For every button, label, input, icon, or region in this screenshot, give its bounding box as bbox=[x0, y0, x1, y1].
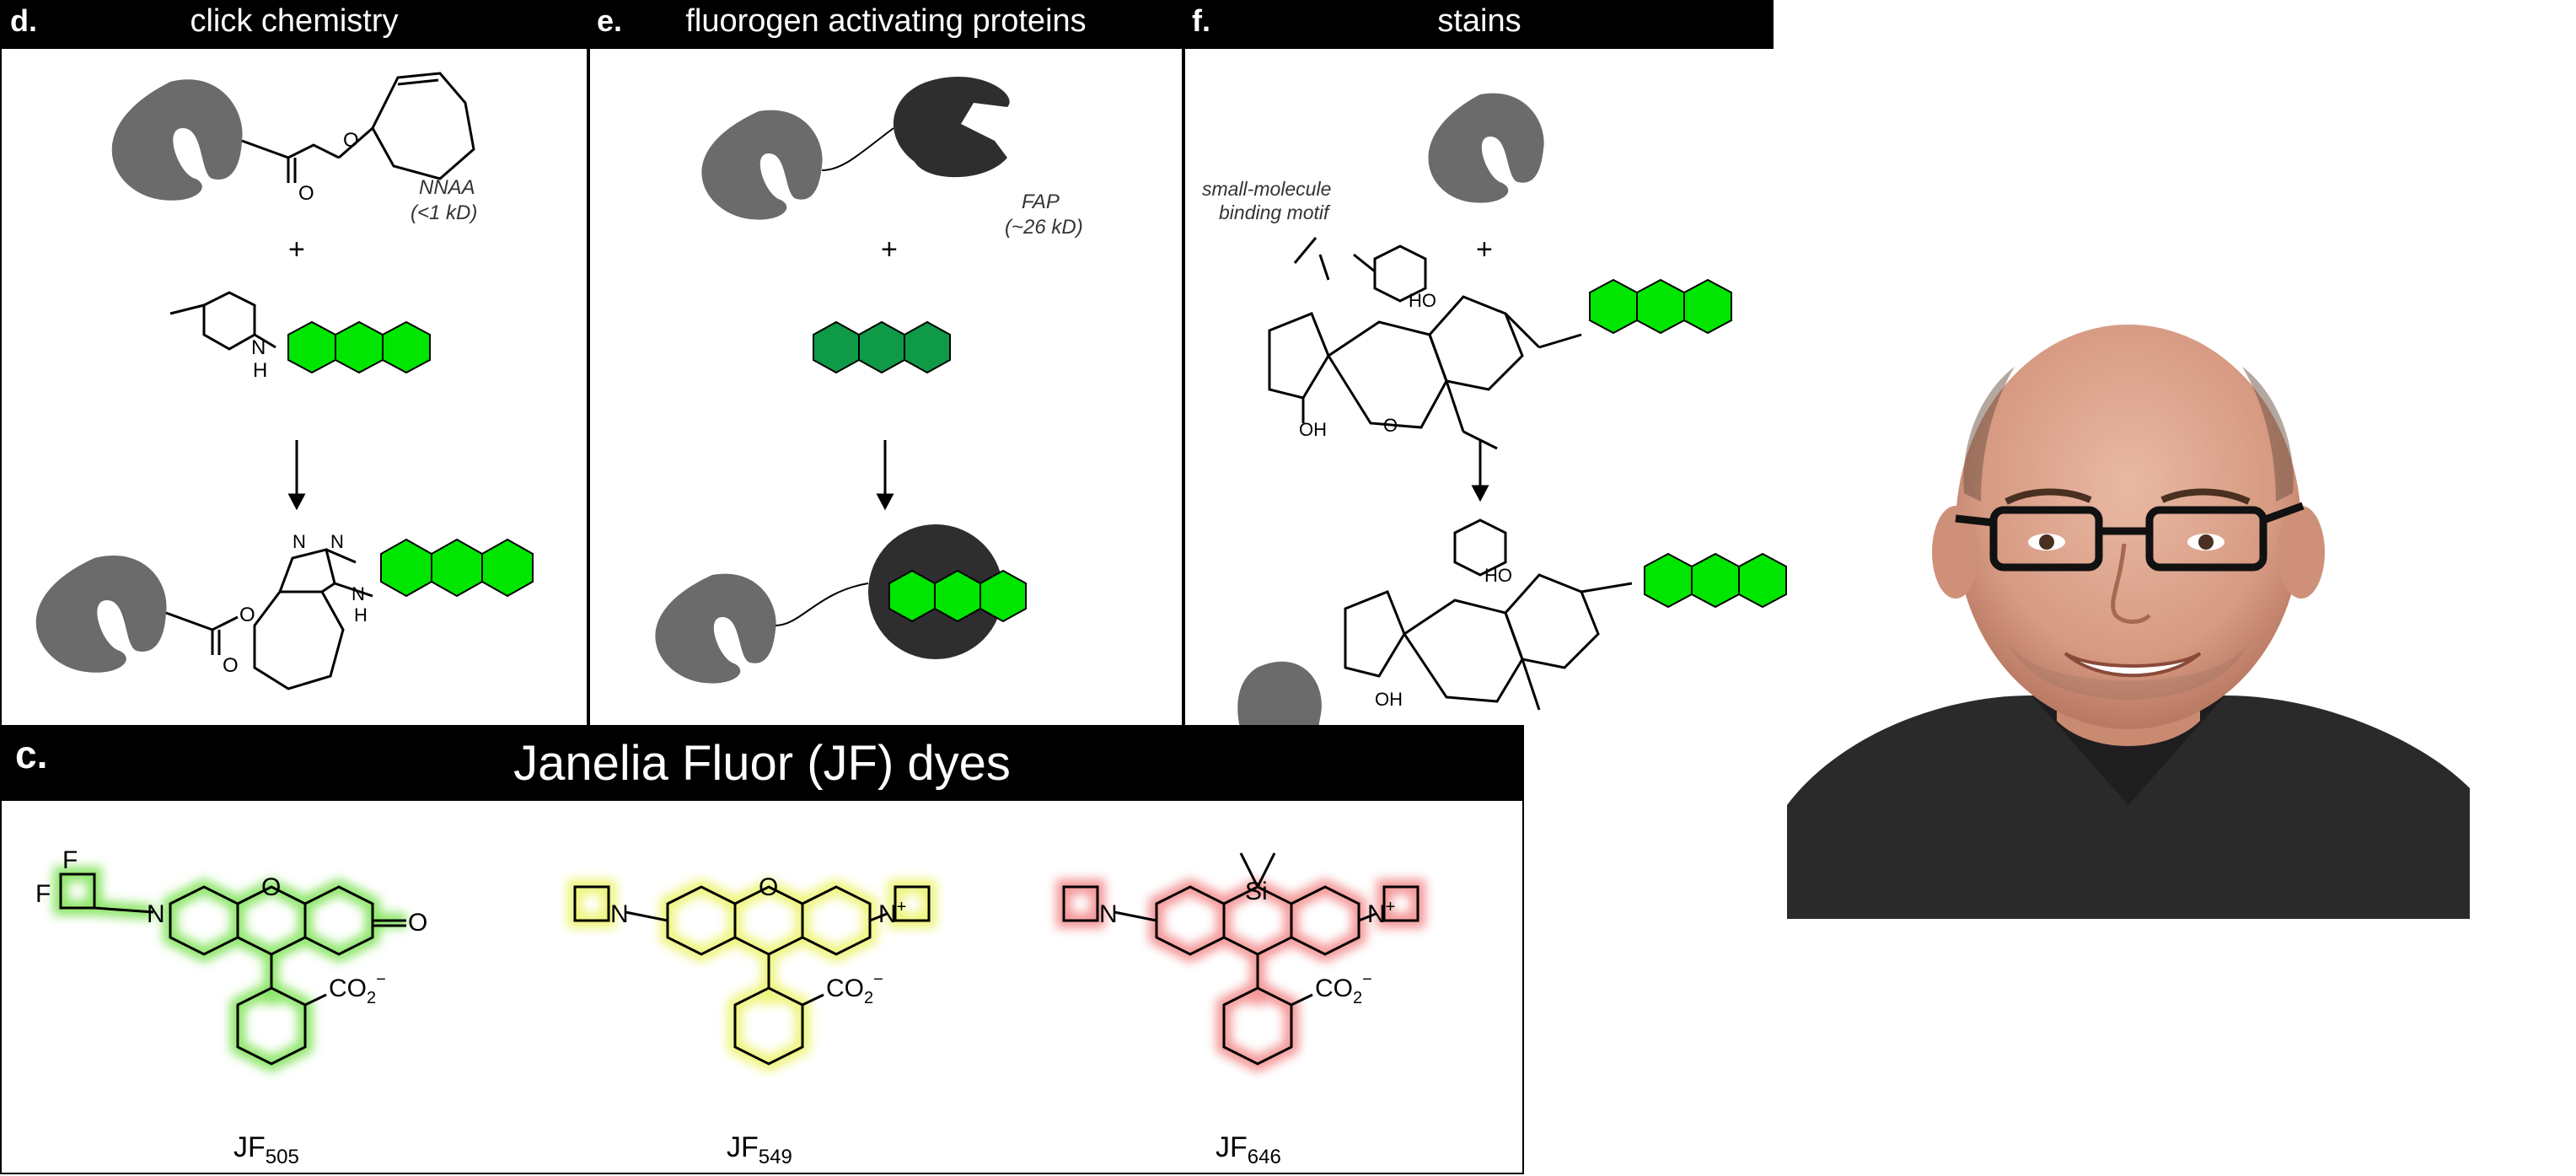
portrait-illustration bbox=[1787, 325, 2470, 919]
fluorophore-stain bbox=[1589, 278, 1732, 335]
fluorogen-dark bbox=[813, 320, 951, 374]
panel-e-letter: e. bbox=[597, 3, 623, 38]
reaction-arrow-f bbox=[1471, 440, 1489, 502]
product-carbonyl-o-label: O bbox=[223, 654, 239, 677]
panel-f-header: f. stains bbox=[1185, 2, 1774, 49]
fap-shape bbox=[893, 76, 1010, 178]
jf505-structure: F F N O O CO2− JF505 bbox=[35, 846, 427, 1168]
reaction-arrow-d bbox=[287, 440, 306, 511]
protein-shape-f bbox=[1428, 93, 1544, 203]
panel-c-title: Janelia Fluor (JF) dyes bbox=[513, 736, 1011, 791]
jf505-o-label: O bbox=[261, 873, 281, 901]
jf505-f2-label: F bbox=[35, 880, 51, 908]
jf646-n-label: N bbox=[1099, 900, 1118, 928]
click-chemistry-diagram: O O NNAA (<1 kD) + N H bbox=[35, 72, 534, 690]
fluorophore-product bbox=[380, 538, 534, 598]
tetrazine-h-label: H bbox=[253, 359, 267, 382]
reaction-arrow-e bbox=[876, 440, 894, 511]
stain-ho-label: HO bbox=[1409, 290, 1436, 311]
product-h-label: H bbox=[354, 604, 368, 626]
fluorophore-stain-product bbox=[1644, 552, 1787, 609]
taxol-product-scaffold bbox=[1344, 518, 1633, 711]
motif-label-1: small-molecule bbox=[1202, 178, 1331, 200]
motif-label-2: binding motif bbox=[1219, 201, 1331, 223]
portrait-shirt bbox=[1787, 695, 2470, 919]
portrait-head bbox=[1956, 325, 2301, 729]
fluorophore-bound bbox=[888, 569, 1027, 623]
panel-d-letter: d. bbox=[10, 3, 37, 38]
jf646-structure: N Si N+ CO2− JF646 bbox=[1056, 852, 1425, 1168]
panel-c-header: c. Janelia Fluor (JF) dyes bbox=[2, 727, 1522, 801]
jf505-ketone-o-label: O bbox=[408, 909, 427, 937]
jf646-nplus-label: N+ bbox=[1367, 898, 1395, 928]
panel-f-letter: f. bbox=[1192, 3, 1210, 38]
jf549-o-label: O bbox=[759, 873, 778, 901]
panel-stains: f. stains small-molecule binding motif +… bbox=[1183, 0, 1787, 744]
product-o-label: O bbox=[239, 604, 255, 626]
jf505-name-label: JF505 bbox=[233, 1131, 299, 1168]
tether-product-e bbox=[775, 583, 869, 626]
product-n1-label: N bbox=[292, 531, 306, 552]
panel-click-chemistry: d. click chemistry O O NNAA (<1 kD) + N … bbox=[0, 0, 588, 742]
jf505-n-label: N bbox=[147, 900, 165, 928]
jf505-co2-label: CO2− bbox=[329, 970, 386, 1007]
fap-size-label: (~26 kD) bbox=[1005, 216, 1083, 239]
panel-janelia-fluor-dyes: c. Janelia Fluor (JF) dyes bbox=[0, 725, 1524, 1174]
tetrazine-nh-label: N bbox=[251, 336, 266, 359]
protein-shape bbox=[111, 79, 243, 201]
ester-o-label: O bbox=[343, 129, 359, 152]
product-n2-label: N bbox=[330, 531, 344, 552]
jf646-name-label: JF646 bbox=[1216, 1131, 1281, 1168]
plus-sign-d1: + bbox=[288, 234, 305, 266]
protein-product-f bbox=[1237, 661, 1322, 744]
panel-c-letter: c. bbox=[15, 733, 48, 776]
nnaa-size-label: (<1 kD) bbox=[411, 201, 477, 224]
fap-diagram: FAP (~26 kD) + bbox=[655, 76, 1083, 684]
jf549-nplus-label: N+ bbox=[878, 898, 906, 928]
jf549-name-label: JF549 bbox=[727, 1131, 792, 1168]
panel-f-border-top-right bbox=[1772, 0, 1774, 47]
product-oh-label: OH bbox=[1375, 689, 1403, 710]
taxol-scaffold bbox=[1268, 237, 1582, 450]
jf549-structure: N O N+ CO2− JF549 bbox=[567, 873, 936, 1168]
stain-o-label: O bbox=[1383, 415, 1398, 436]
panel-fluorogen-activating-proteins: e. fluorogen activating proteins FAP (~2… bbox=[588, 0, 1183, 742]
tetrazine-ring bbox=[169, 291, 276, 351]
tether-e bbox=[821, 127, 894, 171]
product-protein-shape bbox=[35, 556, 167, 673]
jf646-co2-label: CO2− bbox=[1315, 970, 1372, 1007]
product-ho-label: HO bbox=[1484, 565, 1512, 586]
panel-d-title: click chemistry bbox=[190, 3, 399, 39]
jf549-n-label: N bbox=[610, 900, 629, 928]
portrait-glasses bbox=[1955, 502, 2305, 572]
protein-shape-e bbox=[701, 110, 823, 220]
stain-oh-label: OH bbox=[1299, 419, 1327, 440]
jf549-co2-label: CO2− bbox=[826, 970, 883, 1007]
panel-e-header: e. fluorogen activating proteins bbox=[590, 2, 1182, 49]
protein-product-e bbox=[655, 573, 776, 684]
jf505-f1-label: F bbox=[62, 846, 78, 874]
nnaa-label: NNAA bbox=[419, 176, 475, 199]
portrait-photo bbox=[1787, 299, 2470, 919]
fluorophore-top bbox=[287, 320, 431, 374]
panel-f-title: stains bbox=[1437, 3, 1521, 39]
panel-d-header: d. click chemistry bbox=[2, 2, 587, 49]
plus-sign-f: + bbox=[1476, 234, 1493, 266]
jf646-si-label: Si bbox=[1245, 878, 1268, 905]
stains-diagram: small-molecule binding motif + HO OH O bbox=[1202, 93, 1787, 744]
plus-sign-e: + bbox=[881, 234, 898, 266]
portrait-smile bbox=[2063, 652, 2202, 678]
fap-label: FAP bbox=[1022, 191, 1060, 213]
jf-dyes-diagram: F F N O O CO2− JF505 bbox=[35, 846, 1425, 1168]
product-nh-label: N bbox=[352, 583, 365, 604]
product-linker bbox=[165, 548, 373, 690]
nnaa-linker bbox=[241, 72, 475, 183]
carbonyl-o-label: O bbox=[298, 182, 314, 205]
panel-e-title: fluorogen activating proteins bbox=[685, 3, 1087, 39]
